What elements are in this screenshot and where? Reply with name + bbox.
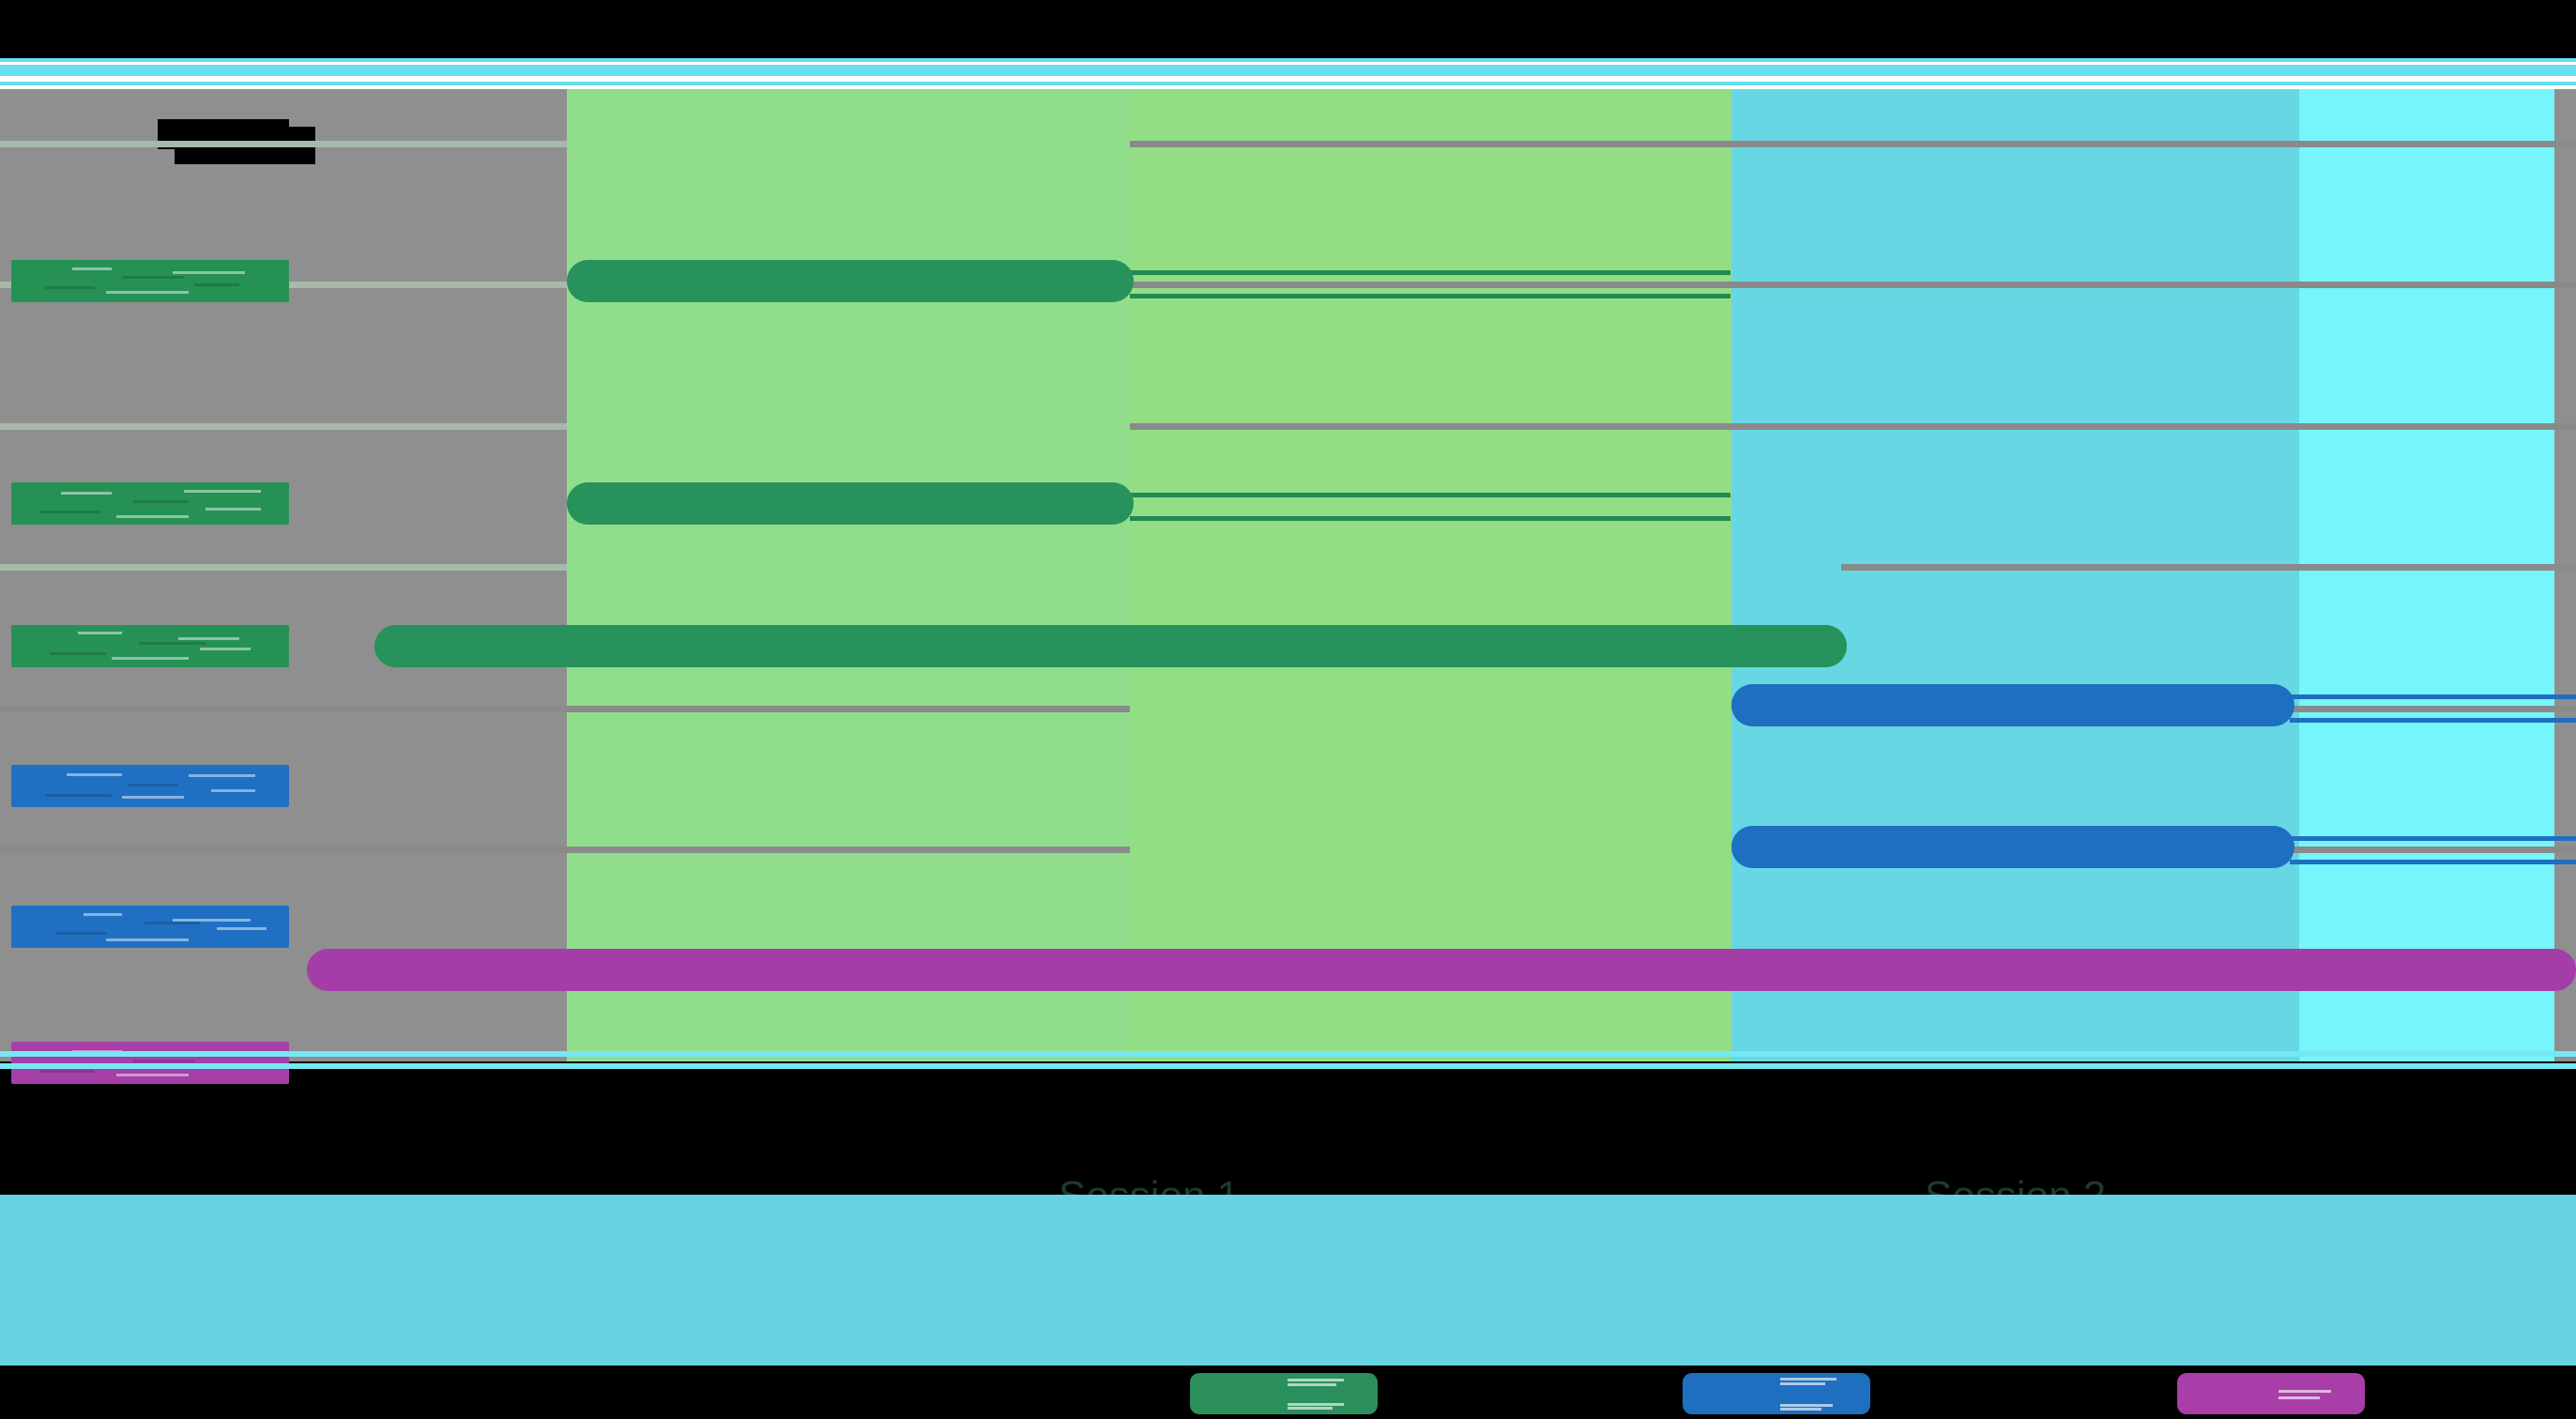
gridline-4-right: [1841, 564, 2576, 571]
gridline-5-left: [0, 706, 1130, 712]
footer-band: [0, 1195, 2576, 1376]
legend-swatch-blue-icon: [1683, 1373, 1870, 1414]
session-1-band-alt: [1130, 89, 1731, 1061]
gridline-3-right: [1130, 423, 2576, 430]
bar-tail-row-5b: [2290, 860, 2576, 864]
footer-rule-top-2: [0, 1063, 2576, 1069]
gridline-6-left: [0, 847, 1130, 853]
y-label-row-4[interactable]: row-4-redacted: [11, 765, 289, 807]
bar-tail-row-4b: [2290, 718, 2576, 723]
bar-tail-row-1b: [1130, 294, 1730, 298]
session-1-band: [567, 89, 1130, 1061]
bar-row-3-green[interactable]: [374, 625, 1847, 667]
y-label-row-6[interactable]: row-6-redacted: [11, 1042, 289, 1084]
y-label-row-5[interactable]: row-5-redacted: [11, 906, 289, 948]
legend-swatch-magenta-noise: [2177, 1373, 2365, 1414]
y-label-row-2[interactable]: row-2-redacted: [11, 482, 289, 525]
session-2-band-alt: [2299, 89, 2554, 1061]
top-black-bar: [0, 0, 2576, 58]
legend-swatch-magenta-icon: [2177, 1373, 2365, 1414]
top-rule-white-2: [0, 76, 2576, 82]
top-rule-cyan-1: [0, 58, 2576, 62]
session-2-band: [1731, 89, 2299, 1061]
bar-tail-row-1: [1130, 270, 1730, 275]
bar-row-1-green[interactable]: [567, 260, 1134, 302]
gridline-1-right: [1130, 141, 2576, 147]
y-label-row-3-noise: [11, 625, 289, 667]
top-rule-cyan-3: [0, 82, 2576, 85]
legend: green-series-redacted blue-series-redact…: [0, 1366, 2576, 1419]
plot-area: row-1-redacted row-2-redacted row-3-reda…: [0, 89, 2576, 1219]
top-rule-cyan-2: [0, 65, 2576, 76]
right-gutter: [2561, 89, 2576, 1061]
bar-row-2-green[interactable]: [567, 482, 1134, 525]
bar-row-5-blue[interactable]: [1731, 826, 2294, 868]
y-label-row-3[interactable]: row-3-redacted: [11, 625, 289, 667]
legend-swatch-blue-noise: [1683, 1373, 1870, 1414]
bar-row-6-magenta[interactable]: [307, 949, 2576, 991]
bar-tail-row-2b: [1130, 516, 1730, 521]
y-label-row-5-noise: [11, 906, 289, 948]
footer-rule-top: [0, 1051, 2576, 1057]
gridline-3-left: [0, 423, 567, 430]
legend-swatch-green-icon: [1190, 1373, 1378, 1414]
gridline-5-right: [2290, 706, 2576, 712]
bar-tail-row-2: [1130, 493, 1730, 497]
bar-tail-row-5: [2290, 836, 2576, 841]
legend-swatch-green-noise: [1190, 1373, 1378, 1414]
y-label-row-2-noise: [11, 482, 289, 525]
y-label-row-4-noise: [11, 765, 289, 807]
gridline-6-right: [2290, 847, 2576, 853]
y-label-row-1[interactable]: row-1-redacted: [11, 260, 289, 302]
y-label-row-1-noise: [11, 260, 289, 302]
top-rule-white-3: [0, 85, 2576, 89]
gridline-4-left: [0, 564, 567, 571]
gridline-2-right: [1130, 282, 2576, 288]
gridline-1-left: [0, 141, 567, 147]
bar-row-4-blue[interactable]: [1731, 684, 2294, 726]
top-rule-white-1: [0, 62, 2576, 65]
bar-tail-row-4: [2290, 694, 2576, 699]
